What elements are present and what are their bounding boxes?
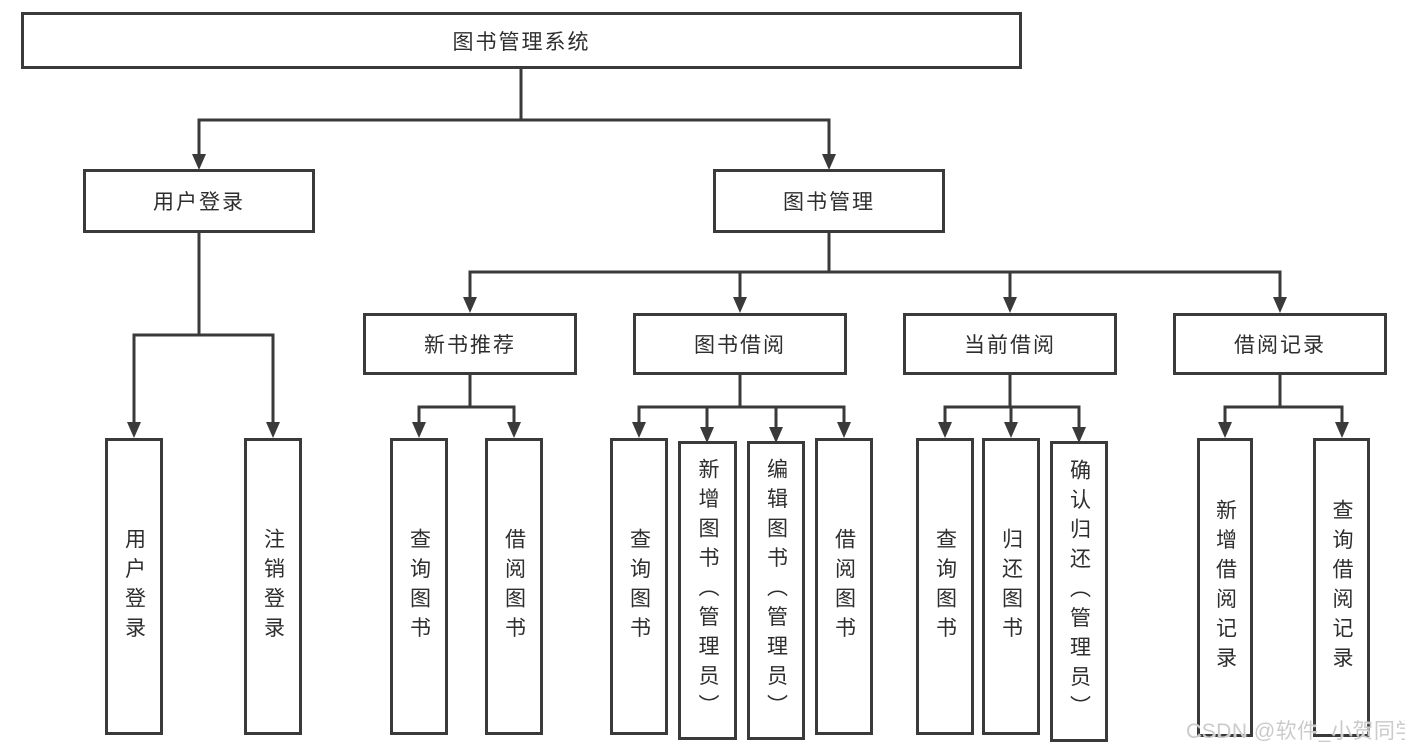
node-label: 图书借阅 [694, 334, 786, 357]
leaf-return-books: 归还图书 [982, 438, 1040, 735]
arrowhead-icon [1003, 297, 1017, 313]
leaf-label: 查询图书 [407, 527, 431, 646]
leaf-query-books-recommend: 查询图书 [390, 438, 448, 735]
arrowhead-icon [837, 422, 851, 438]
connector-user-login [132, 230, 275, 426]
arrowhead-icon [1273, 297, 1287, 313]
node-library-system: 图书管理系统 [21, 12, 1022, 69]
leaf-label: 用户登录 [122, 527, 146, 646]
node-label: 当前借阅 [964, 334, 1056, 357]
connector-book-borrow [637, 373, 846, 430]
leaf-label: 借阅图书 [502, 527, 526, 646]
leaf-label: 归还图书 [999, 527, 1023, 646]
node-book-borrow: 图书借阅 [633, 313, 847, 375]
arrowhead-icon [192, 154, 206, 170]
leaf-confirm-return-admin: 确认归还（管理员） [1050, 441, 1108, 742]
node-new-book-recommend: 新书推荐 [363, 313, 577, 375]
arrowhead-icon [769, 427, 783, 443]
arrowhead-icon [266, 422, 280, 438]
arrowhead-icon [463, 297, 477, 313]
node-label: 新书推荐 [424, 334, 516, 357]
arrowhead-icon [127, 422, 141, 438]
node-book-management: 图书管理 [713, 169, 945, 233]
connector-book-management [468, 230, 1282, 301]
node-label: 图书管理系统 [452, 30, 591, 54]
connector-current-borrow [943, 373, 1081, 430]
arrowhead-icon [1335, 422, 1349, 438]
connector-borrow-records [1223, 373, 1344, 426]
connector-root [197, 66, 831, 158]
leaf-label: 确认归还（管理员） [1067, 458, 1091, 725]
leaf-label: 新增借阅记录 [1213, 499, 1237, 676]
arrowhead-icon [1218, 422, 1232, 438]
connector-new-book [417, 373, 516, 426]
node-user-login: 用户登录 [83, 169, 315, 233]
leaf-query-books-borrow: 查询图书 [610, 438, 668, 735]
arrowhead-icon [822, 154, 836, 170]
leaf-label: 新增图书（管理员） [696, 457, 719, 724]
arrowhead-icon [507, 422, 521, 438]
leaf-label: 注销登录 [261, 527, 285, 646]
leaf-label: 查询借阅记录 [1330, 499, 1353, 676]
leaf-edit-books-admin: 编辑图书（管理员） [747, 441, 805, 740]
arrowhead-icon [412, 422, 426, 438]
leaf-label: 借阅图书 [832, 527, 856, 646]
arrowhead-icon [700, 427, 714, 443]
arrowhead-icon [1004, 422, 1018, 438]
leaf-user-login: 用户登录 [105, 438, 163, 735]
leaf-borrow-books: 借阅图书 [815, 438, 873, 735]
leaf-logout: 注销登录 [244, 438, 302, 735]
leaf-label: 查询图书 [933, 527, 957, 646]
arrowhead-icon [1072, 427, 1086, 443]
leaf-borrow-books-recommend: 借阅图书 [485, 438, 543, 735]
node-label: 借阅记录 [1234, 334, 1326, 357]
leaf-add-borrow-record: 新增借阅记录 [1197, 438, 1253, 737]
arrowhead-icon [733, 297, 747, 313]
node-label: 用户登录 [153, 191, 245, 214]
node-label: 图书管理 [783, 191, 875, 214]
watermark: CSDN @软件_小贺同学 [1186, 720, 1405, 743]
leaf-label: 查询图书 [627, 527, 651, 646]
node-borrow-records: 借阅记录 [1173, 313, 1387, 375]
leaf-label: 编辑图书（管理员） [764, 457, 788, 724]
arrowhead-icon [632, 422, 646, 438]
leaf-add-books-admin: 新增图书（管理员） [678, 441, 737, 740]
leaf-query-books-current: 查询图书 [916, 438, 974, 735]
leaf-query-borrow-record: 查询借阅记录 [1313, 438, 1370, 737]
node-current-borrow: 当前借阅 [903, 313, 1117, 375]
arrowhead-icon [938, 422, 952, 438]
